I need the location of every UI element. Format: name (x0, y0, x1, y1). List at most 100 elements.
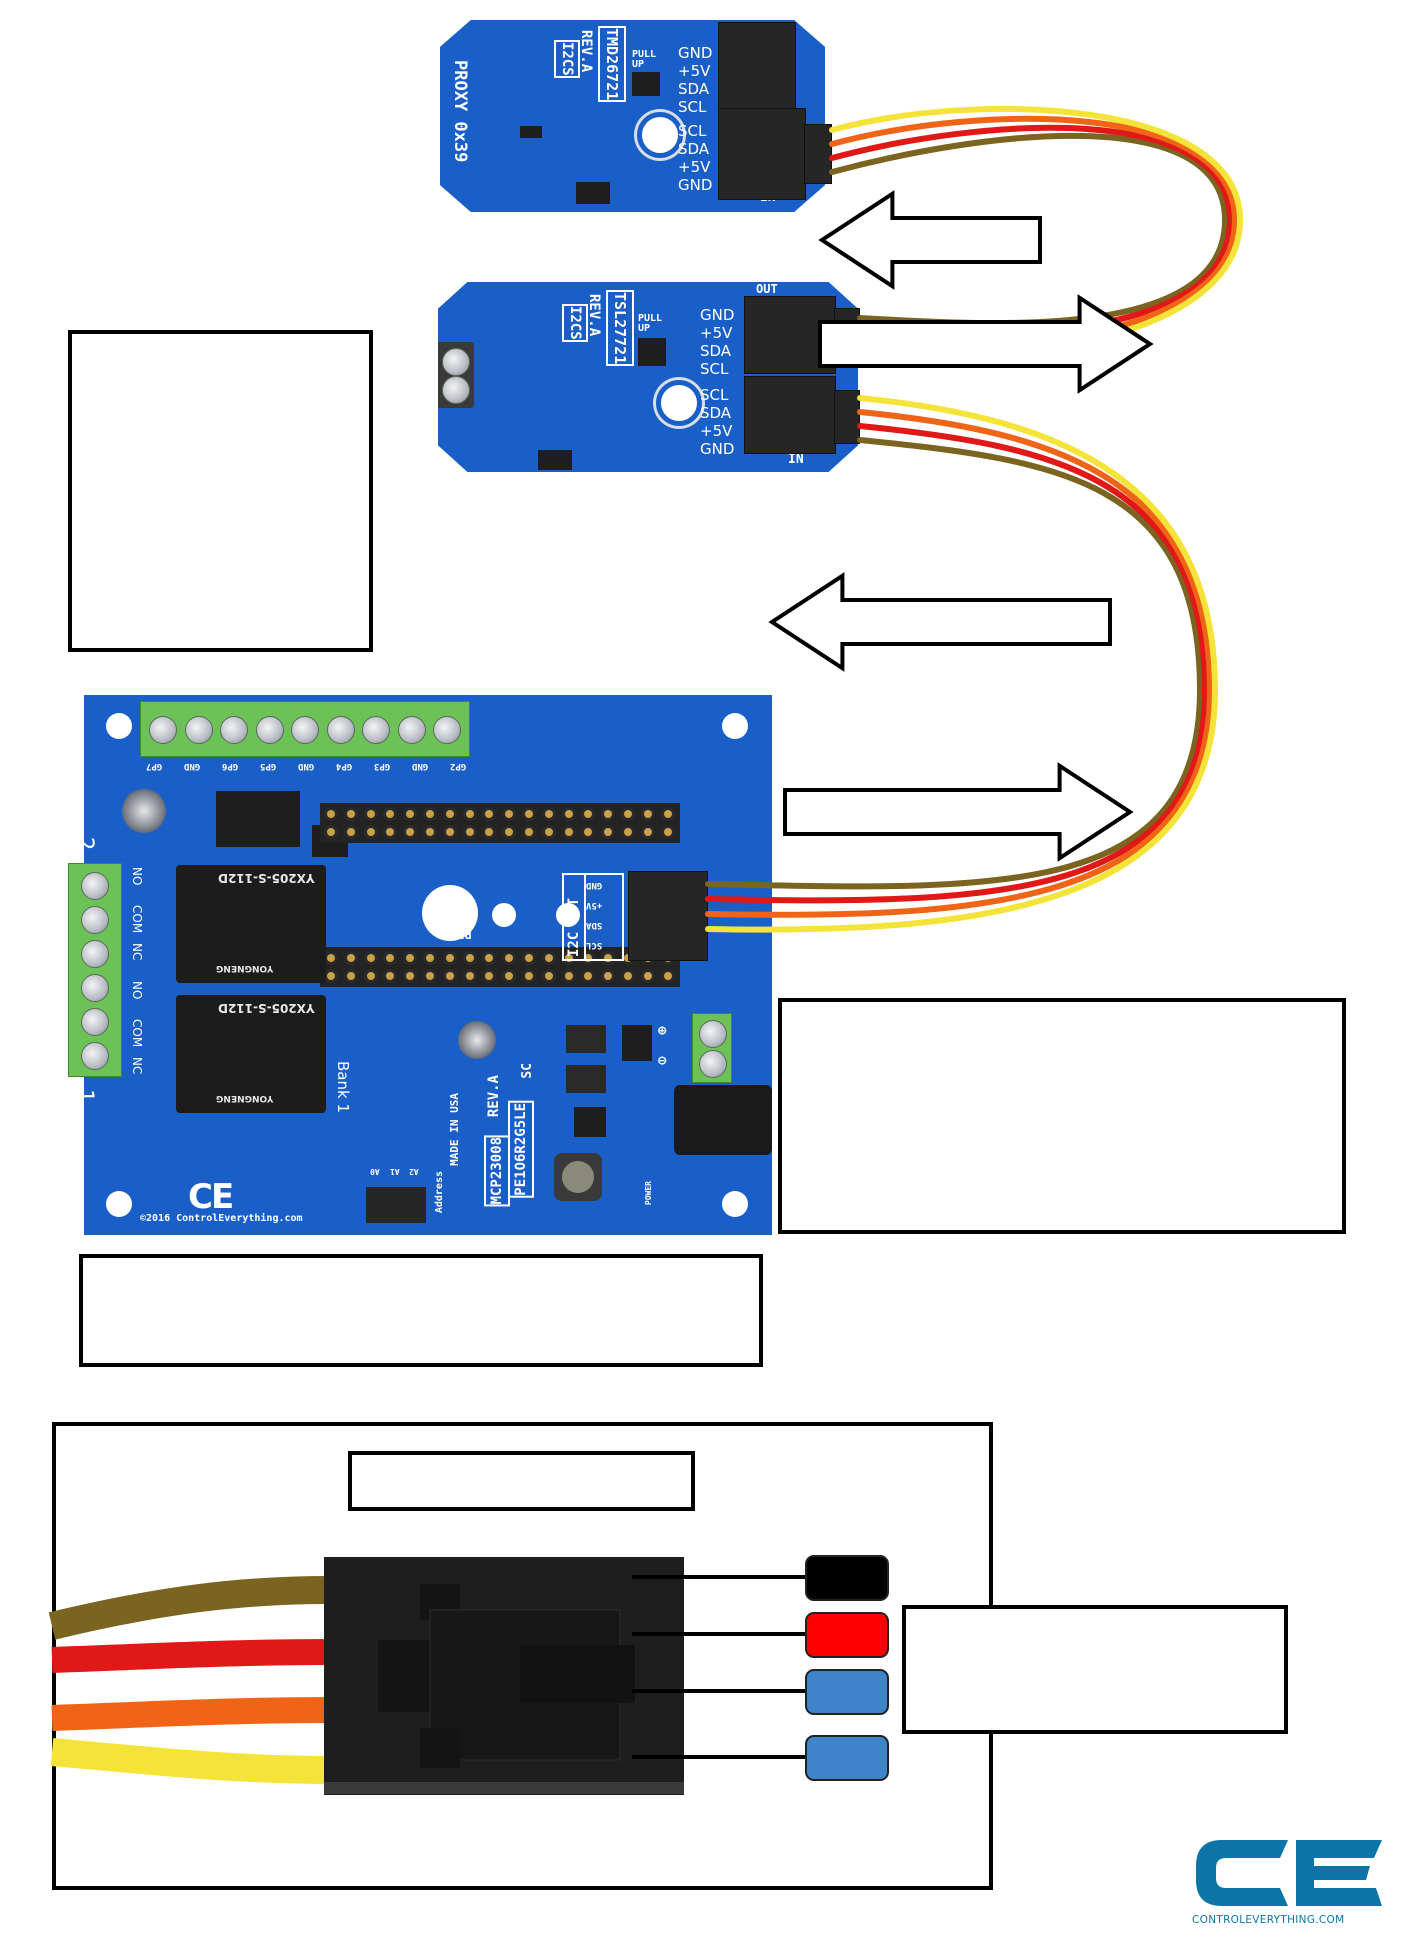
wire-gnd (705, 437, 1204, 890)
relay-contact-label: NO (130, 981, 144, 1000)
terminal-screw (149, 716, 177, 744)
header-pin (541, 825, 556, 839)
header-pin (383, 807, 398, 821)
terminal-screw (81, 1008, 109, 1036)
part-label: MCP23008 (484, 1135, 510, 1207)
header-pin (502, 807, 517, 821)
header-pin (324, 951, 338, 965)
relay-model: YX205-S-112D (218, 871, 315, 885)
header-pin (482, 951, 497, 965)
header-pin (621, 807, 635, 821)
tsl-out-pin-labels: GND +5V SDA SCL (700, 306, 734, 378)
wire-scl (705, 395, 1219, 933)
callout-left-box (68, 330, 373, 652)
tsl-pullup-jumper (638, 338, 666, 366)
wire-scl (829, 105, 1244, 365)
header-pin (640, 825, 655, 839)
relay-contact-label: NC (130, 943, 144, 961)
tsl-in-label: IN (788, 452, 804, 467)
tmd-i2cs-label: I2CS (554, 40, 580, 78)
tmd-proximity-sensor (520, 126, 542, 138)
connector-title-box (348, 1451, 695, 1511)
mount-hole-bottom-left (106, 1191, 132, 1217)
diode (566, 1065, 606, 1093)
tsl-in-pin-labels: SCL SDA +5V GND (700, 386, 734, 458)
header-pin (363, 951, 378, 965)
mount-hole-top-right (722, 713, 748, 739)
i2c-out-pin: SDA (586, 920, 603, 930)
header-pin (482, 969, 497, 983)
tsl-out-label: OUT (756, 282, 778, 296)
capacitor (458, 1021, 496, 1059)
header-pin (522, 807, 536, 821)
terminal-screw (184, 716, 213, 744)
pe-label: PE1 (450, 927, 472, 941)
cable-tmd-to-tsl (829, 105, 1244, 365)
relay-number-1: 1 (72, 1088, 98, 1103)
terminal-screw (433, 716, 461, 744)
gpio-label: GP4 (335, 761, 353, 771)
relay-terminal-block (68, 863, 122, 1077)
relay-contact-label: NO (130, 867, 144, 886)
header-pin (403, 951, 418, 965)
header-pin (423, 807, 437, 821)
inductor (554, 1153, 602, 1201)
ce-board-logo: CE (188, 1177, 234, 1217)
wire-gnd (829, 132, 1229, 327)
tmd-mount-hole (637, 112, 683, 158)
relay-brand: YONGNENG (216, 963, 274, 973)
i2c-out-label-block: I2C OUT GND +5V SDA SCL (562, 873, 624, 961)
header-pin (383, 825, 398, 839)
capacitor (122, 789, 166, 833)
tsl-out-pin: SDA (700, 342, 732, 360)
header-row-bottom (320, 947, 680, 987)
header-pin (442, 807, 457, 821)
tsl-i2cs-label: I2CS (562, 304, 588, 342)
relay-contact-label: COM (130, 905, 144, 934)
header-pin (423, 825, 437, 839)
tmd-in-pin: SDA (678, 140, 710, 158)
cable-tsl-to-main (705, 395, 1219, 933)
power-label: POWER (644, 1181, 653, 1206)
header-pin (343, 951, 358, 965)
tmd-out-pin-labels: GND +5V SDA SCL (678, 44, 718, 116)
tmd-in-pin: +5V (678, 158, 711, 176)
header-pin (363, 825, 378, 839)
bank-label: Bank 1 (334, 1061, 352, 1113)
header-pin (502, 969, 517, 983)
tmd-pullup-jumper (632, 72, 660, 96)
header-pin (581, 969, 596, 983)
mount-hole-bottom-right (722, 1191, 748, 1217)
header-pin (343, 825, 358, 839)
header-pin (502, 825, 517, 839)
header-pin (522, 825, 536, 839)
header-pin (462, 951, 477, 965)
i2c-out-pins: GND +5V SDA SCL (584, 875, 602, 959)
header-pin (621, 969, 635, 983)
header-pin (482, 807, 497, 821)
header-pin (363, 807, 378, 821)
terminal-screw (81, 940, 109, 968)
terminal-screw (699, 1020, 727, 1048)
header-pin (442, 951, 457, 965)
terminal-screw (442, 348, 470, 376)
gpio-terminal-block (140, 701, 470, 757)
tsl-in-pin: SCL (700, 386, 729, 404)
bridge-rectifier (622, 1025, 652, 1061)
rev-label: REV.A (486, 1075, 502, 1118)
tmd-out-pin: SCL (678, 98, 707, 116)
tsl-in-connector (744, 376, 836, 454)
header-pin (660, 807, 675, 821)
header-pin (541, 807, 556, 821)
minus-symbol: ⊖ (658, 1053, 667, 1069)
gpio-label: GND (183, 761, 201, 771)
terminal-screw (255, 716, 284, 744)
tsl-out-pin: GND (700, 306, 735, 324)
tmd-in-connector (718, 108, 806, 200)
inductor-core (562, 1161, 594, 1193)
i2c-out-connector (628, 871, 708, 961)
wire-sda (705, 409, 1214, 918)
tmd-out-pin: GND (678, 44, 713, 62)
